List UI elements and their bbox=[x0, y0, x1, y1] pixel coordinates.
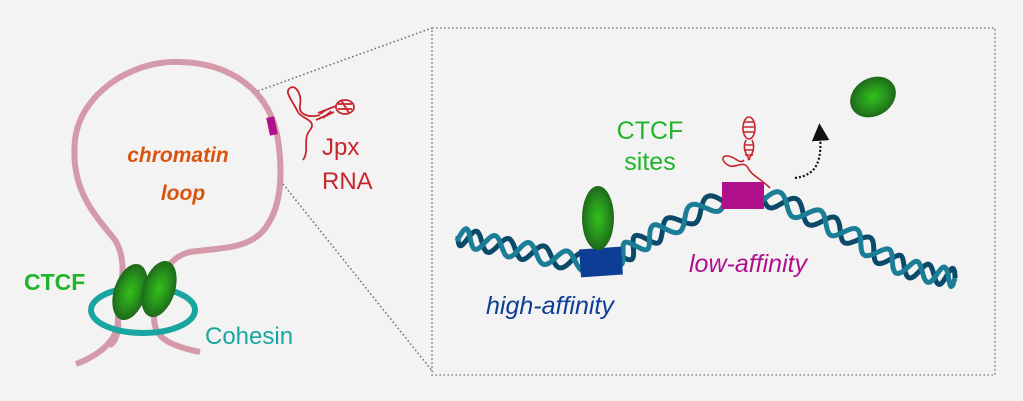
high-affinity-label: high-affinity bbox=[486, 292, 615, 320]
chromatin-loop-label-line1: chromatin bbox=[127, 144, 229, 167]
ctcf-sites-label-line2: sites bbox=[624, 148, 675, 176]
jpx-rna-bound-icon bbox=[722, 116, 771, 189]
release-arrow bbox=[794, 123, 830, 180]
zoom-connector-bottom bbox=[282, 183, 434, 373]
ctcf-bound-protein bbox=[582, 186, 614, 250]
zoom-connector-top bbox=[257, 27, 433, 92]
jpx-label-line1: Jpx bbox=[322, 134, 359, 161]
jpx-rna-icon bbox=[286, 86, 355, 161]
inset-border bbox=[431, 27, 996, 376]
chromatin-loop-label-line2: loop bbox=[161, 182, 205, 205]
ctcf-protein-left bbox=[112, 263, 148, 321]
dna-strand-back bbox=[455, 183, 958, 287]
ctcf-sites-label-line1: CTCF bbox=[617, 117, 684, 145]
chromatin-fiber bbox=[71, 58, 284, 367]
cohesin-label: Cohesin bbox=[205, 323, 293, 350]
ctcf-released-protein bbox=[850, 76, 896, 118]
dna-strand-front bbox=[454, 184, 958, 290]
chromatin-loop bbox=[71, 58, 284, 367]
jpx-binding-site bbox=[266, 116, 278, 136]
high-affinity-site bbox=[579, 246, 623, 278]
low-affinity-label: low-affinity bbox=[689, 250, 809, 278]
jpx-label-line2: RNA bbox=[322, 168, 373, 195]
chromatin-fiber-crossing bbox=[108, 319, 122, 348]
low-affinity-site bbox=[722, 182, 764, 209]
ctcf-protein-right bbox=[141, 260, 177, 318]
ctcf-label: CTCF bbox=[24, 269, 85, 295]
dna-double-helix bbox=[454, 183, 958, 290]
